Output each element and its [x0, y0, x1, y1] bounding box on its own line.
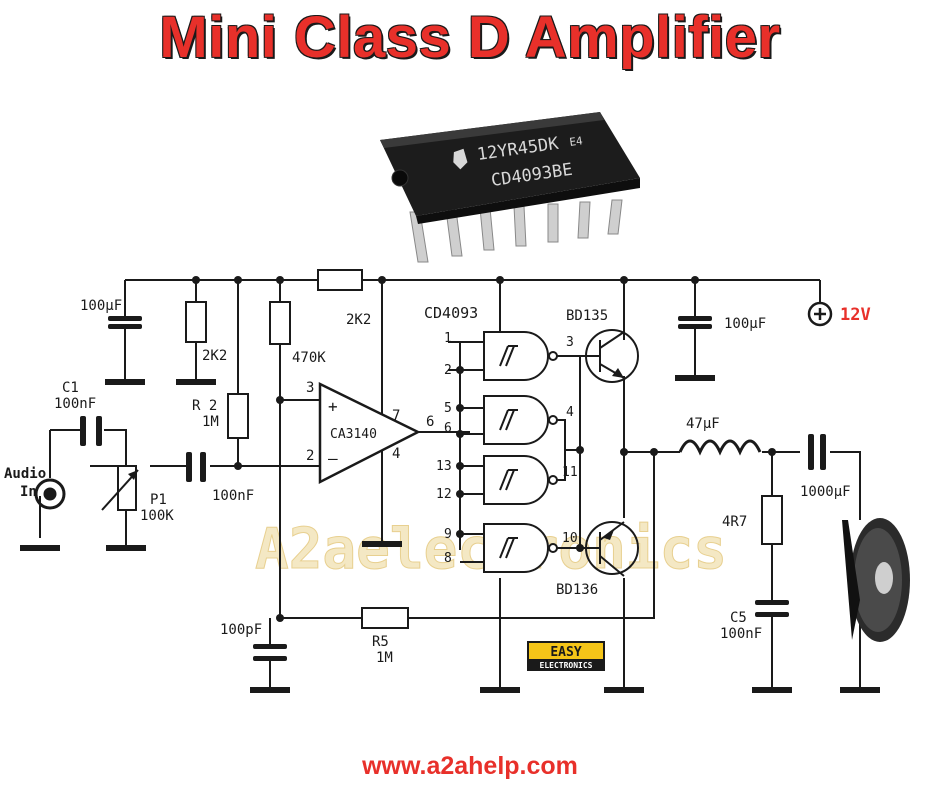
supply-terminal-icon	[807, 301, 833, 327]
label-p1-name: P1	[150, 492, 167, 508]
svg-text:–: –	[328, 449, 338, 468]
label-opamp-pin3: 3	[306, 380, 314, 396]
inductor-coil	[678, 439, 762, 456]
label-opamp-pin6: 6	[426, 414, 434, 430]
transistors	[585, 329, 639, 577]
label-opamp: CA3140	[330, 427, 377, 442]
label-c1-name: C1	[62, 380, 79, 396]
svg-text:ELECTRONICS: ELECTRONICS	[540, 661, 593, 670]
gate-pin: 12	[436, 487, 452, 502]
label-c-output: 1000µF	[800, 484, 851, 500]
label-c-top-right: 100µF	[724, 316, 766, 332]
gate-pin: 13	[436, 459, 452, 474]
audio-jack-icon	[34, 478, 66, 510]
ic-marking-suffix: E4	[569, 134, 584, 149]
label-bd136: BD136	[556, 582, 598, 598]
label-supply-12v: 12V	[840, 305, 871, 325]
svg-text:+: +	[328, 397, 338, 416]
footer-url: www.a2ahelp.com	[362, 752, 578, 780]
gate-pin: 1	[444, 331, 452, 346]
label-opamp-pin4: 4	[392, 446, 400, 462]
gate-pin: 4	[566, 405, 574, 420]
capacitors	[80, 316, 826, 661]
label-p1-value: 100K	[140, 508, 174, 524]
gate-pin: 5	[444, 401, 452, 416]
label-r-470k: 470K	[292, 350, 326, 366]
opamp-ca3140: + –	[318, 381, 421, 485]
gate-pin: 11	[562, 465, 578, 480]
label-c5-name: C5	[730, 610, 747, 626]
label-r-2k2-vertical: 2K2	[202, 348, 227, 364]
label-r5-value: 1M	[376, 650, 393, 666]
label-cd4093: CD4093	[424, 304, 478, 322]
label-opamp-pin7: 7	[392, 408, 400, 424]
ic-chip-photo: 12YR45DK E4 CD4093BE	[380, 112, 640, 263]
label-r2-name: R 2	[192, 398, 217, 414]
label-r-2k2-horizontal: 2K2	[346, 312, 371, 328]
speaker-icon	[842, 518, 910, 642]
label-c-input: 100nF	[212, 488, 254, 504]
schmitt-symbols	[499, 345, 518, 559]
label-c1-value: 100nF	[54, 396, 96, 412]
ti-logo-icon	[453, 148, 468, 170]
label-c-feedback: 100pF	[220, 622, 262, 638]
easy-electronics-badge: EASY ELECTRONICS	[527, 641, 605, 671]
label-bd135: BD135	[566, 308, 608, 324]
junction-dots	[192, 276, 776, 622]
gate-pin: 2	[444, 363, 452, 378]
label-r-4r7: 4R7	[722, 514, 747, 530]
gate-pin: 9	[444, 527, 452, 542]
gate-pin: 3	[566, 335, 574, 350]
label-r2-value: 1M	[202, 414, 219, 430]
nand-gates	[483, 331, 558, 573]
label-r5-name: R5	[372, 634, 389, 650]
svg-text:EASY: EASY	[550, 645, 581, 660]
label-c-top-left: 100µF	[80, 298, 122, 314]
page-title: Mini Class D Amplifier	[159, 5, 781, 70]
label-c5-value: 100nF	[720, 626, 762, 642]
label-audio-in-line2: In	[20, 484, 37, 500]
gate-pin: 6	[444, 421, 452, 436]
label-audio-in-line1: Audio	[4, 466, 46, 482]
label-opamp-pin2: 2	[306, 448, 314, 464]
gate-pin: 8	[444, 551, 452, 566]
label-inductor: 47µF	[686, 416, 720, 432]
gate-pin: 10	[562, 531, 578, 546]
